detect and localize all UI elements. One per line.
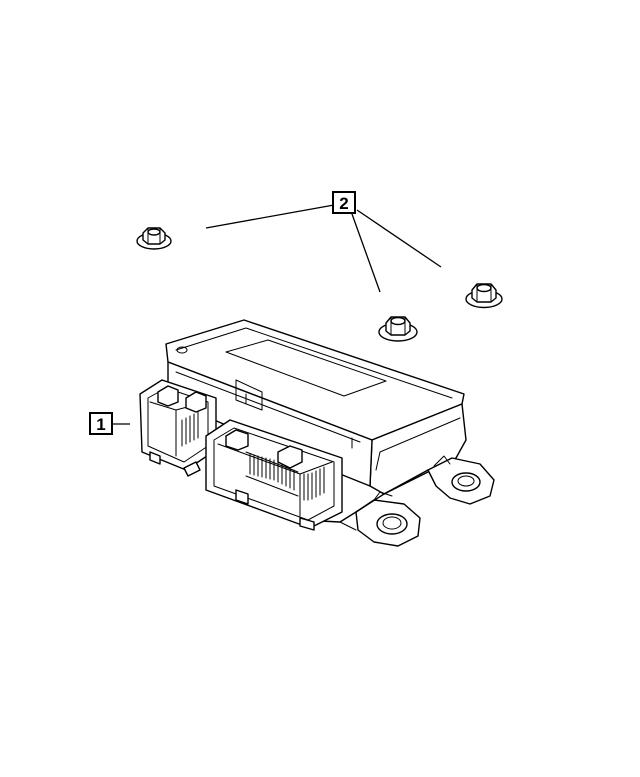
flange-nut (136, 227, 172, 250)
callout-box (332, 191, 356, 214)
connector-pins (245, 451, 325, 501)
leader-line (351, 213, 381, 293)
callout-number: 2 (339, 194, 348, 213)
callout-2: 2 (205, 191, 442, 293)
connector-large (205, 419, 343, 531)
leader-line (205, 204, 335, 229)
callout-1: 1 (89, 412, 130, 435)
callout-number: 1 (96, 415, 105, 434)
flange-nut (465, 283, 503, 309)
leader-line (356, 209, 442, 268)
flange-nut (378, 316, 418, 342)
module-label-pad (225, 339, 387, 397)
connector-small (139, 379, 217, 477)
